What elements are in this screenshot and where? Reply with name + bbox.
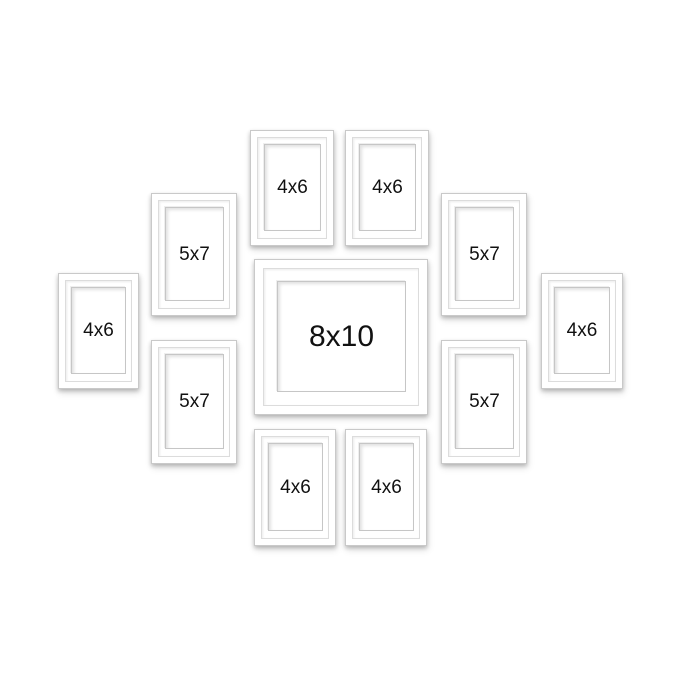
photo-opening-top-right-4x6: 4x6 xyxy=(359,144,416,231)
frame-top-left-4x6: 4x6 xyxy=(250,130,334,246)
photo-opening-bottom-left-4x6: 4x6 xyxy=(268,443,323,531)
photo-opening-far-right-4x6: 4x6 xyxy=(554,287,610,374)
frame-upper-right-5x7: 5x7 xyxy=(441,193,527,316)
photo-opening-bottom-right-4x6: 4x6 xyxy=(359,443,414,531)
frame-upper-left-5x7: 5x7 xyxy=(151,193,237,316)
photo-opening-lower-right-5x7: 5x7 xyxy=(455,354,514,449)
size-label-upper-right-5x7: 5x7 xyxy=(469,243,500,265)
frame-lower-right-5x7: 5x7 xyxy=(441,340,527,464)
photo-opening-top-left-4x6: 4x6 xyxy=(264,144,321,231)
frame-far-left-4x6: 4x6 xyxy=(58,273,139,389)
photo-opening-center-8x10: 8x10 xyxy=(277,281,406,392)
photo-opening-upper-left-5x7: 5x7 xyxy=(165,207,224,301)
photo-opening-lower-left-5x7: 5x7 xyxy=(165,354,224,449)
frame-top-right-4x6: 4x6 xyxy=(345,130,429,246)
frame-far-right-4x6: 4x6 xyxy=(541,273,623,389)
photo-opening-upper-right-5x7: 5x7 xyxy=(455,207,514,301)
frame-bottom-right-4x6: 4x6 xyxy=(345,429,427,546)
size-label-lower-left-5x7: 5x7 xyxy=(179,391,210,412)
size-label-far-left-4x6: 4x6 xyxy=(83,320,114,341)
size-label-upper-left-5x7: 5x7 xyxy=(179,243,210,265)
frame-center-8x10: 8x10 xyxy=(254,259,428,415)
size-label-far-right-4x6: 4x6 xyxy=(566,320,598,341)
size-label-top-right-4x6: 4x6 xyxy=(372,177,403,198)
photo-opening-far-left-4x6: 4x6 xyxy=(71,287,126,374)
frame-lower-left-5x7: 5x7 xyxy=(151,340,237,464)
size-label-bottom-right-4x6: 4x6 xyxy=(371,476,402,498)
size-label-center-8x10: 8x10 xyxy=(308,319,375,353)
size-label-top-left-4x6: 4x6 xyxy=(277,177,308,198)
frame-bottom-left-4x6: 4x6 xyxy=(254,429,336,546)
size-label-bottom-left-4x6: 4x6 xyxy=(280,476,311,498)
size-label-lower-right-5x7: 5x7 xyxy=(469,391,500,412)
